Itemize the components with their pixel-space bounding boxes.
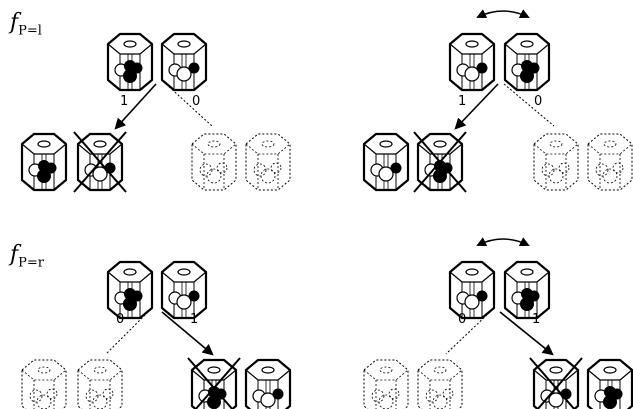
box-result-top-left-a (22, 134, 66, 190)
branch-label-bottom-left-a: 0 (116, 312, 124, 327)
ghost-box-top-right-a (534, 134, 578, 190)
ghost-box-top-left-b (246, 134, 290, 190)
swap-arrow-top (478, 11, 528, 17)
ghost-box-bottom-left-b (78, 360, 122, 409)
ghost-box-bottom-right-b (418, 360, 462, 409)
box-result-bottom-left-a (188, 358, 240, 409)
branch-label-bottom-left-b: 1 (190, 312, 198, 327)
branch-label-top-left-b: 0 (192, 94, 200, 109)
box-top-left-a (108, 34, 152, 90)
ghost-box-bottom-right-a (364, 360, 408, 409)
box-bottom-right-a (450, 262, 494, 318)
box-bottom-left-a (108, 262, 152, 318)
box-result-bottom-left-b (246, 360, 290, 409)
box-top-right-b (505, 34, 549, 90)
branch-label-bottom-right-b: 1 (532, 312, 540, 327)
ghost-box-top-left-a (192, 134, 236, 190)
box-top-left-b (162, 34, 206, 90)
branch-label-top-right-b: 0 (534, 94, 542, 109)
branch-label-top-right-a: 1 (458, 94, 466, 109)
box-result-top-right-a (364, 134, 408, 190)
branch-label-top-left-a: 1 (120, 94, 128, 109)
box-bottom-right-b (505, 262, 549, 318)
box-result-top-left-b (74, 132, 126, 192)
swap-arrow-bottom (478, 239, 528, 245)
ghost-box-bottom-left-a (22, 360, 66, 409)
box-result-bottom-right-b (588, 360, 632, 409)
box-result-top-right-b (414, 132, 466, 192)
box-bottom-left-b (162, 262, 206, 318)
ghost-box-top-right-b (588, 134, 632, 190)
branch-label-bottom-right-a: 0 (458, 312, 466, 327)
box-result-bottom-right-a (530, 358, 582, 409)
box-top-right-a (450, 34, 494, 90)
